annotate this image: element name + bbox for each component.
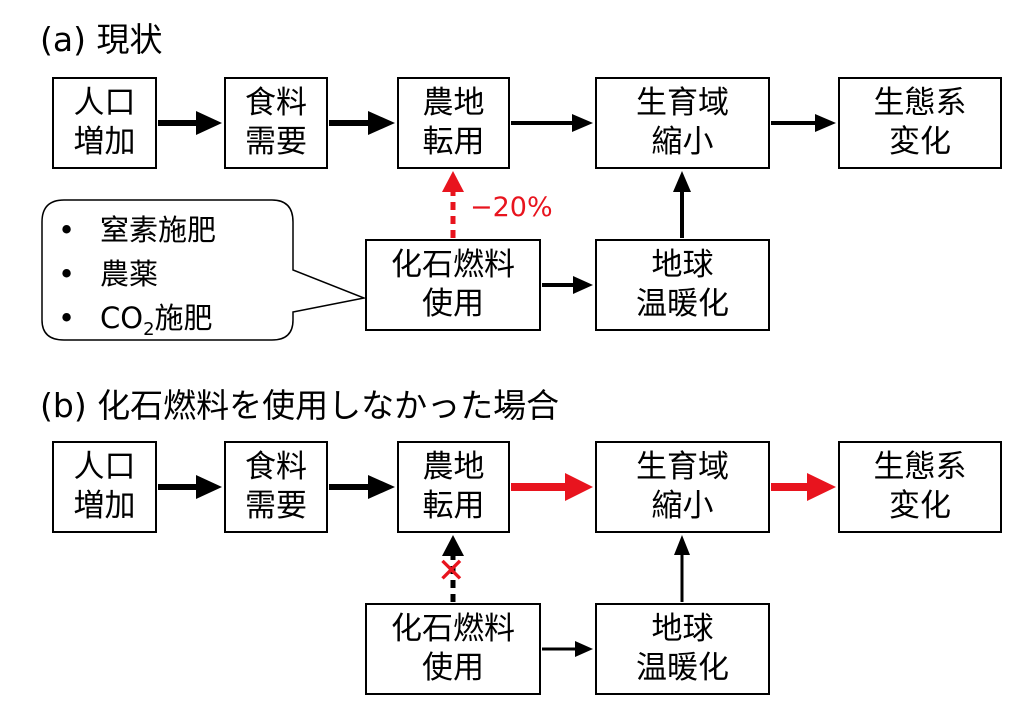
box-food-a: 食料 需要 [224, 77, 328, 169]
box-label-line2: 温暖化 [636, 286, 729, 322]
section-a-title: (a) 現状 [40, 20, 163, 59]
box-population-a: 人口 増加 [52, 77, 157, 169]
box-label-line2: 転用 [422, 488, 485, 524]
arrowhead [565, 473, 593, 501]
arrowhead [442, 535, 464, 556]
box-label-line1: 化石燃料 [391, 611, 515, 647]
box-fossil-a: 化石燃料 使用 [365, 239, 541, 331]
arrowhead [573, 276, 593, 294]
cross-icon: ✕ [437, 551, 466, 591]
box-warming-b: 地球 温暖化 [595, 603, 770, 695]
box-label-line2: 縮小 [651, 124, 714, 160]
box-label-line1: 地球 [651, 611, 714, 647]
callout-item: • 農薬 [58, 252, 216, 296]
callout-item: • 窒素施肥 [58, 208, 216, 252]
callout-text: 施肥 [154, 301, 213, 335]
arrowhead [807, 473, 836, 501]
box-label-line2: 需要 [245, 124, 307, 160]
box-label-line2: 温暖化 [636, 650, 729, 686]
callout-text: CO [100, 301, 144, 335]
box-label-line2: 増加 [73, 488, 136, 524]
arrowhead [368, 475, 395, 499]
box-label-line2: 転用 [422, 124, 485, 160]
box-habitat-b: 生育域 縮小 [595, 441, 770, 533]
section-b-title: (b) 化石燃料を使用しなかった場合 [40, 386, 560, 425]
box-label-line1: 地球 [651, 247, 714, 283]
bullet: • [58, 257, 76, 291]
arrowhead [673, 171, 691, 192]
box-ecosystem-a: 生態系 変化 [838, 77, 1002, 169]
box-label-line1: 食料 [245, 85, 307, 121]
arrowhead [572, 114, 593, 132]
box-label-line2: 使用 [422, 650, 484, 686]
box-warming-a: 地球 温暖化 [595, 239, 770, 331]
box-label-line1: 人口 [73, 449, 136, 485]
arrowhead [196, 475, 222, 499]
arrowhead [674, 535, 690, 555]
box-label-line1: 農地 [422, 85, 485, 121]
arrowhead [575, 641, 593, 657]
box-label-line1: 生育域 [636, 85, 729, 121]
box-label-line1: 食料 [245, 449, 307, 485]
box-label-line2: 使用 [422, 286, 484, 322]
callout-text: 窒素施肥 [100, 213, 217, 247]
box-label-line1: 生態系 [873, 449, 967, 485]
box-label-line2: 変化 [889, 488, 951, 524]
callout-bubble [41, 199, 367, 341]
box-fossil-b: 化石燃料 使用 [365, 603, 541, 695]
box-population-b: 人口 増加 [52, 441, 157, 533]
box-label-line2: 変化 [889, 124, 951, 160]
box-label-line2: 縮小 [651, 488, 714, 524]
box-label-line1: 人口 [73, 85, 136, 121]
callout-item: • CO2施肥 [58, 296, 216, 352]
box-food-b: 食料 需要 [224, 441, 328, 533]
box-label-line2: 需要 [245, 488, 307, 524]
box-farmland-a: 農地 転用 [397, 77, 510, 169]
arrowhead [368, 111, 395, 135]
callout-text: 農薬 [100, 257, 159, 291]
arrowhead [815, 114, 836, 132]
box-farmland-b: 農地 転用 [397, 441, 510, 533]
bullet: • [58, 213, 76, 247]
subscript: 2 [143, 318, 155, 340]
arrowhead [442, 171, 464, 192]
callout-list: • 窒素施肥 • 農薬 • CO2施肥 [58, 208, 216, 352]
arrowhead [196, 111, 222, 135]
box-label-line1: 化石燃料 [391, 247, 515, 283]
box-label-line1: 生育域 [636, 449, 729, 485]
box-label-line1: 農地 [422, 449, 485, 485]
box-label-line2: 増加 [73, 124, 136, 160]
change-label: −20% [470, 192, 553, 223]
box-label-line1: 生態系 [873, 85, 967, 121]
box-habitat-a: 生育域 縮小 [595, 77, 770, 169]
bullet: • [58, 301, 76, 335]
box-ecosystem-b: 生態系 変化 [838, 441, 1002, 533]
